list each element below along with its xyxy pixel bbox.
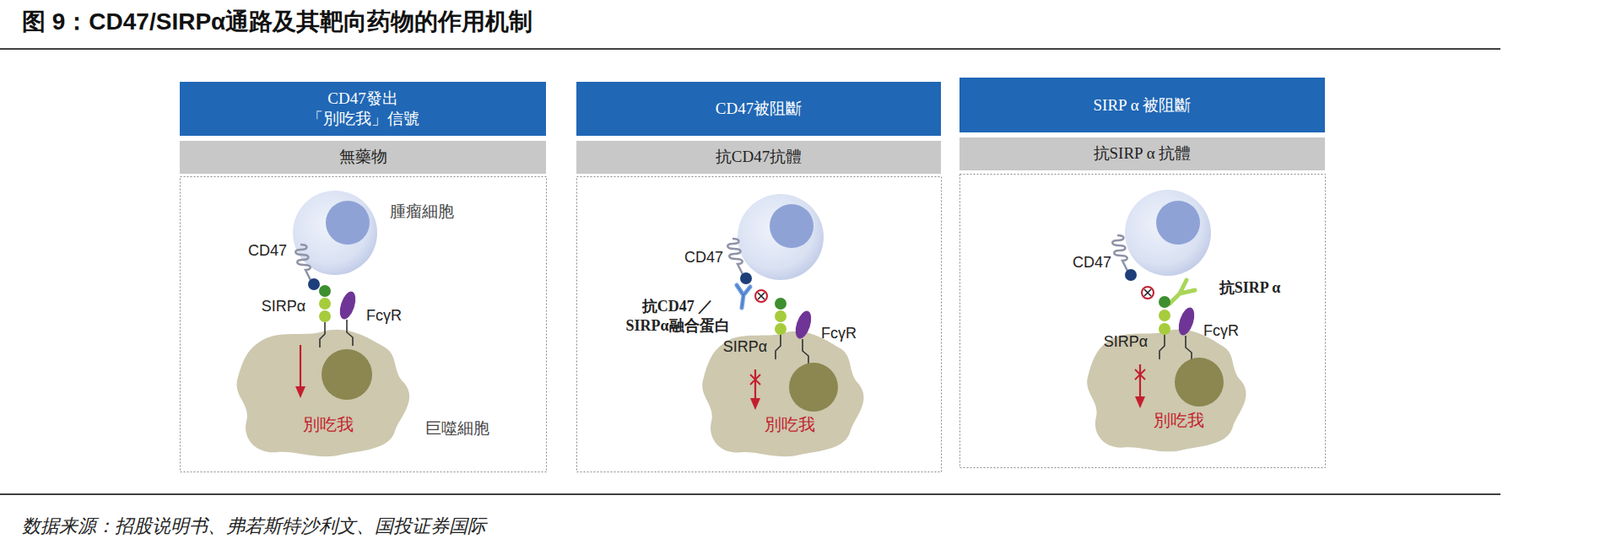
cd47-head [308, 278, 320, 291]
sirpa-domain [1158, 323, 1171, 336]
macrophage-body [702, 331, 864, 458]
sirpa-domain [774, 297, 787, 310]
tumor-nucleus [325, 200, 370, 245]
signal-block-cross [1135, 369, 1146, 380]
macrophage-body [236, 329, 410, 458]
macrophage-nucleus [1174, 357, 1224, 407]
signal-arrowhead [1135, 396, 1146, 409]
panel-frame [960, 174, 1326, 469]
header-band: CD47被阻斷 [576, 81, 941, 136]
part-label: 抗CD47 ／SIRPα融合蛋白 [605, 297, 751, 337]
figure-title: 图 9：CD47/SIRPα通路及其靶向药物的作用机制 [21, 5, 533, 39]
tumor-cell: 腫瘤細胞 [291, 189, 379, 276]
band-label: SIRP α 被阻斷 [1093, 95, 1192, 116]
sirpa-domain [318, 310, 331, 323]
band-label: 無藥物 [339, 147, 388, 168]
fcgr-receptor [792, 308, 815, 341]
cd47-head [740, 272, 752, 285]
blocked-mark [1141, 286, 1154, 299]
panel-frame [577, 177, 942, 473]
macrophage-cell: 別吃我巨噬細胞 [232, 324, 414, 460]
title-rule [0, 48, 1501, 50]
signal-arrowhead [750, 398, 761, 411]
receptor-stem [802, 339, 809, 365]
macrophage-outline [1083, 324, 1250, 455]
cell-caption: 巨噬細胞 [425, 417, 490, 440]
tumor-cell-body [292, 190, 378, 276]
band-label: CD47被阻斷 [715, 98, 802, 119]
tumor-cell [1124, 189, 1211, 276]
cell-label: 別吃我 [764, 413, 816, 437]
signal-arrow [299, 345, 302, 389]
sirpa-domain [774, 323, 787, 336]
anti-cd47-antibody [736, 285, 751, 309]
receptor-stem [1185, 335, 1192, 362]
macrophage-cell: 別吃我 [1083, 324, 1250, 455]
tumor-cell-outline [291, 189, 379, 276]
sirpa-domain [318, 285, 331, 298]
part-label: CD47 [684, 248, 724, 267]
signal-arrow [1139, 364, 1141, 399]
tumor-nucleus [769, 204, 814, 249]
header-band: SIRP α 被阻斷 [959, 77, 1325, 133]
receptor-stem [1159, 335, 1165, 360]
part-label: CD47 [1072, 254, 1112, 272]
source-caption: 数据来源：招股说明书、弗若斯特沙利文、国投证券国际 [21, 513, 487, 541]
sirpa-domain [1158, 296, 1171, 309]
part-label: FcγR [1203, 322, 1239, 341]
receptor-stem [319, 322, 325, 348]
blocked-mark-cross [1144, 289, 1152, 297]
part-label: 抗SIRP α [1219, 277, 1282, 298]
band-label: 抗CD47抗體 [715, 147, 802, 168]
part-label: FcγR [366, 307, 402, 325]
macrophage-outline [698, 326, 868, 460]
treatment-band: 抗SIRP α 抗體 [959, 137, 1325, 171]
sirpa-domain [774, 310, 787, 323]
anti-sirpa-antibody [1169, 280, 1195, 304]
blocked-mark-cross [757, 292, 765, 300]
source-rule [0, 493, 1501, 496]
treatment-band: 無藥物 [179, 140, 546, 174]
part-label: FcγR [821, 324, 857, 343]
fcgr-receptor [336, 289, 359, 321]
cell-label: 別吃我 [1153, 409, 1205, 433]
cell-label: 別吃我 [302, 413, 354, 437]
cd47-coil [1112, 235, 1128, 271]
macrophage-outline [232, 324, 414, 460]
macrophage-body [1086, 329, 1246, 452]
fcgr-receptor [1175, 305, 1198, 337]
blocked-mark [755, 290, 768, 303]
anti-cd47-antibody-core [736, 285, 751, 309]
cd47-coil [295, 244, 311, 281]
receptor-stem [775, 335, 781, 360]
sirpa-domain [1158, 309, 1171, 322]
tumor-cell [737, 194, 824, 281]
macrophage-cell: 別吃我 [698, 326, 868, 460]
signal-arrowhead [295, 386, 306, 399]
cell-label: 腫瘤細胞 [389, 200, 455, 223]
part-label: SIRPα [261, 297, 306, 316]
tumor-nucleus [1156, 200, 1200, 245]
band-label: CD47發出 「別吃我」信號 [299, 88, 427, 130]
band-label: 抗SIRP α 抗體 [1093, 144, 1192, 164]
cd47-coil [727, 238, 743, 275]
part-label: CD47 [248, 242, 287, 260]
treatment-band: 抗CD47抗體 [576, 140, 941, 174]
signal-arrow [754, 369, 757, 400]
cd47-head [1124, 269, 1137, 282]
signal-block-cross [750, 374, 761, 385]
receptor-stem [346, 319, 353, 346]
macrophage-nucleus [789, 362, 838, 412]
macrophage-nucleus [321, 349, 373, 400]
panel-frame [180, 177, 547, 473]
header-band: CD47發出 「別吃我」信號 [179, 81, 546, 136]
sirpa-domain [318, 297, 331, 310]
